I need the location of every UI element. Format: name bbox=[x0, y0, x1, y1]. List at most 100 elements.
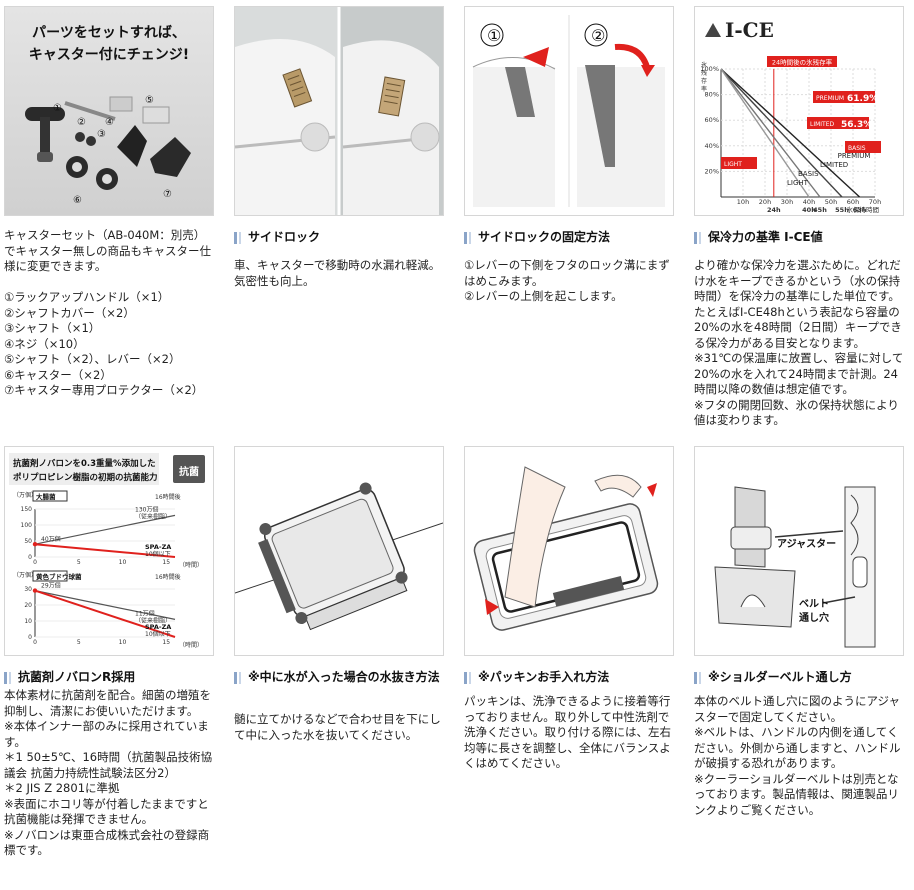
ice-x-tick-bottom: 40h bbox=[802, 206, 816, 214]
antibac-title-1: 抗菌剤ノバロンを0.3重量%添加した bbox=[13, 458, 156, 469]
belt-description: 本体のベルト通し穴に図のようにアジャスターで固定してください。 ※ベルトは、ハン… bbox=[694, 694, 901, 817]
side-lock-fix-heading: サイドロックの固定方法 bbox=[464, 230, 674, 245]
ice-heading-text: 保冷力の基準 I-CE値 bbox=[708, 230, 823, 244]
ab-x-unit: （時間） bbox=[179, 561, 203, 569]
gasket-heading-text: ※パッキンお手入れ方法 bbox=[478, 670, 610, 684]
ab-spa-label: SPA-ZA bbox=[145, 543, 171, 551]
side-lock-heading: サイドロック bbox=[234, 230, 444, 245]
ab-organism-box bbox=[32, 570, 68, 582]
ab-spa-label: SPA-ZA bbox=[145, 623, 171, 631]
part-label-5: ⑤ bbox=[145, 95, 154, 106]
ice-x-tick: 20h bbox=[759, 198, 771, 206]
ice-x-tick-bottom: 63h bbox=[853, 206, 867, 214]
ab-x-tick: 5 bbox=[77, 559, 81, 566]
ab-upper-label: 11万個 bbox=[135, 609, 155, 617]
step-1-label: ① bbox=[487, 26, 501, 45]
hand-illustration bbox=[504, 466, 566, 608]
caster-set-description: キャスターセット（AB-040M：別売）でキャスター無しの商品もキャスター仕様に… bbox=[4, 228, 211, 397]
ab-y-tick: 50 bbox=[24, 538, 32, 545]
shoulder-belt-image: アジャスター ベルト 通し穴 bbox=[694, 446, 904, 656]
belt-heading: ※ショルダーベルト通し方 bbox=[694, 670, 904, 685]
ice-ylabel-char: 氷 bbox=[701, 61, 707, 69]
ab-x-tick: 0 bbox=[33, 639, 37, 646]
ab-organism: 黄色ブドウ球菌 bbox=[36, 572, 82, 581]
antibac-heading-text: 抗菌剤ノバロンR採用 bbox=[18, 670, 136, 684]
side-lock-lever-2 bbox=[378, 76, 406, 117]
ice-banner-text: 24時間後の氷残存率 bbox=[772, 58, 833, 67]
antibac-heading: 抗菌剤ノバロンR採用 bbox=[4, 670, 214, 685]
ab-start-point bbox=[32, 588, 38, 593]
ice-series-line bbox=[720, 68, 810, 198]
ice-x-tick: 70h bbox=[869, 198, 881, 206]
ab-y-tick: 20 bbox=[24, 602, 32, 609]
part-label-1: ① bbox=[53, 103, 62, 114]
ice-ylabel-char: 残 bbox=[701, 69, 707, 77]
side-lock-fix-description: ①レバーの下側をフタのロック溝にまずはめこみます。 ②レバーの上側を起こします。 bbox=[464, 258, 670, 303]
ab-conventional-line bbox=[34, 590, 176, 620]
ice-xlabel: 氷保持時間 bbox=[847, 205, 880, 214]
ice-series-label: PREMIUM bbox=[838, 152, 871, 160]
ice-y-tick: 80% bbox=[705, 91, 719, 99]
part-label-4: ④ bbox=[105, 117, 114, 128]
part-label-7: ⑦ bbox=[163, 189, 172, 200]
caster-parts-image: パーツをセットすれば、 キャスター付にチェンジ! bbox=[4, 6, 214, 216]
side-lock-lever-1 bbox=[282, 68, 313, 108]
ab-x-unit: （時間） bbox=[179, 641, 203, 649]
ice-x-tick: 50h bbox=[825, 198, 837, 206]
adjuster-part bbox=[730, 526, 772, 550]
ice-series-label: LIMITED bbox=[820, 161, 848, 169]
drain-description: 髄に立てかけるなどで合わせ目を下にして中に入った水を抜いてください。 bbox=[234, 712, 441, 742]
ice-tag-value: 61.9% bbox=[847, 94, 878, 104]
ice-logo: I-CE bbox=[725, 18, 774, 42]
ice-x-tick-bottom: 45h bbox=[813, 206, 827, 214]
ice-tag-name: BASIS bbox=[848, 145, 866, 152]
ice-series-label: LIGHT bbox=[787, 179, 809, 187]
caster-title-line2: キャスター付にチェンジ! bbox=[29, 46, 189, 63]
ab-y-tick: 100 bbox=[21, 522, 33, 529]
caster-title-line1: パーツをセットすれば、 bbox=[32, 25, 186, 41]
ice-y-tick: 100% bbox=[700, 65, 719, 73]
ab-upper-label-2: （従来樹脂） bbox=[135, 512, 171, 520]
ab-time-label: 16時間後 bbox=[155, 493, 181, 501]
gasket-care-image bbox=[464, 446, 674, 656]
side-lock-fix-heading-text: サイドロックの固定方法 bbox=[478, 230, 611, 244]
belt-illustration bbox=[714, 486, 796, 628]
ab-x-tick: 15 bbox=[162, 639, 170, 646]
ice-series-tag bbox=[807, 117, 869, 129]
ice-y-tick: 20% bbox=[705, 167, 719, 175]
part-label-3: ③ bbox=[97, 129, 106, 140]
ice-x-tick: 40h bbox=[803, 198, 815, 206]
ice-x-tick-bottom: 55h bbox=[835, 206, 849, 214]
ab-y-tick: 0 bbox=[28, 634, 32, 641]
ab-y-tick: 10 bbox=[24, 618, 32, 625]
side-lock-fix-image: ① ② bbox=[464, 6, 674, 216]
drain-heading: ※中に水が入った場合の水抜き方法 bbox=[234, 670, 444, 685]
mountain-icon bbox=[705, 23, 721, 37]
ab-spa-line bbox=[34, 589, 176, 638]
ice-series-tag bbox=[845, 141, 881, 153]
antibac-chart: 抗菌剤ノバロンを0.3重量%添加した ポリプロピレン樹脂の初期の抗菌能力 抗菌 … bbox=[5, 447, 213, 655]
cooler-box-illustration bbox=[258, 482, 408, 631]
belt-hole-label-2: 通し穴 bbox=[799, 611, 829, 624]
ab-spa-line bbox=[34, 543, 176, 558]
belt-hole-label-1: ベルト bbox=[799, 598, 829, 610]
ab-y-tick: 0 bbox=[28, 554, 32, 561]
step-2-label: ② bbox=[591, 26, 605, 45]
ice-description: より確かな保冷力を選ぶために。どれだけ水をキープできるかという（水の保持時間）を… bbox=[694, 258, 904, 427]
ab-organism-box bbox=[32, 490, 68, 502]
ice-tag-name: LIGHT bbox=[724, 161, 742, 168]
ab-y-tick: 150 bbox=[21, 506, 33, 513]
drain-heading-text: ※中に水が入った場合の水抜き方法 bbox=[248, 670, 440, 684]
ice-x-tick: 30h bbox=[781, 198, 793, 206]
ice-tag-value: 56.3% bbox=[841, 120, 872, 130]
ice-series-line bbox=[720, 68, 821, 198]
ab-upper-label-2: （従来樹脂） bbox=[135, 616, 171, 624]
ab-x-tick: 10 bbox=[119, 639, 127, 646]
ab-x-tick: 5 bbox=[77, 639, 81, 646]
ab-start-label: 40万個 bbox=[41, 535, 61, 543]
adjuster-label: アジャスター bbox=[777, 538, 836, 550]
ab-x-tick: 0 bbox=[33, 559, 37, 566]
ab-start-point bbox=[32, 542, 38, 547]
ice-y-tick: 40% bbox=[705, 142, 719, 150]
